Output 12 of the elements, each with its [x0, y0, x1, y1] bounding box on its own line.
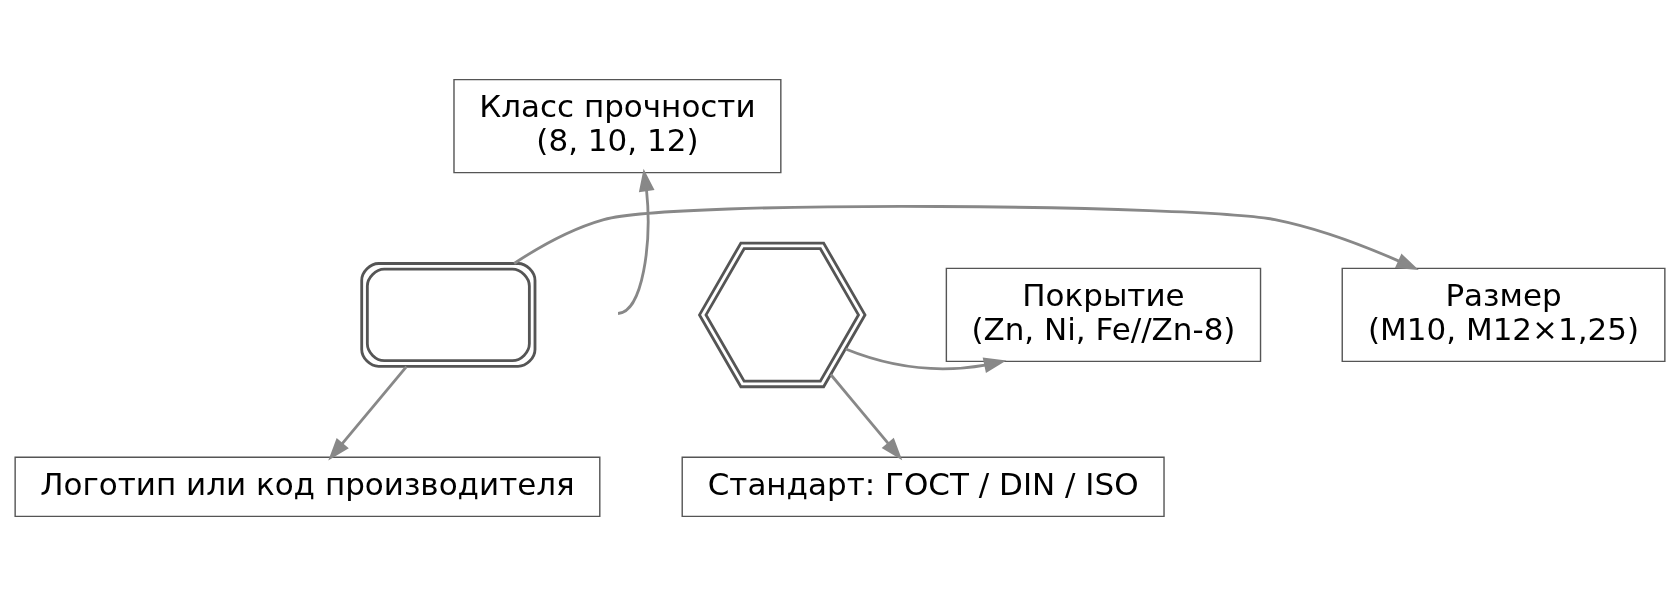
arrow: [328, 365, 408, 461]
arrow: [513, 205, 1419, 271]
arrow: [845, 347, 1007, 373]
node-box: Стандарт: ГОСТ / DIN / ISO: [681, 456, 1165, 518]
node-box: Покрытие (Zn, Ni, Fe//Zn-8): [945, 267, 1262, 363]
arrow: [829, 373, 903, 461]
node-box: Логотип или код производителя: [14, 456, 601, 518]
node-box: Класс прочности (8, 10, 12): [453, 78, 782, 174]
node-box: Размер (M10, M12×1,25): [1341, 267, 1666, 363]
arrow: [617, 168, 655, 315]
node-picture: [697, 241, 867, 389]
node-picture: [360, 262, 537, 368]
